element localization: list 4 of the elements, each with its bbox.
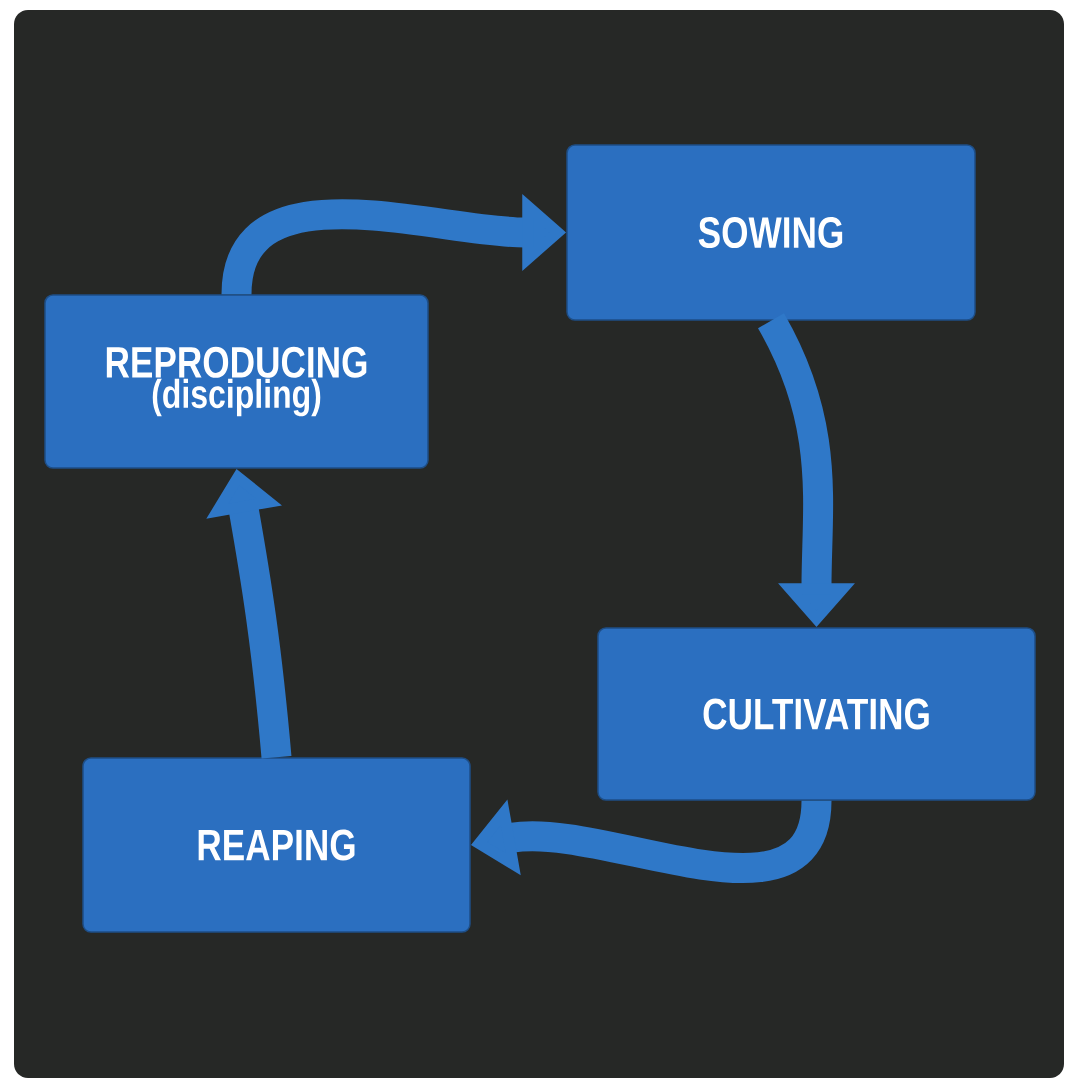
process-box: REAPING	[82, 757, 471, 933]
process-box: CULTIVATING	[597, 627, 1036, 801]
process-box: SOWING	[566, 144, 976, 321]
process-box: REPRODUCING (discipling)	[44, 294, 429, 469]
